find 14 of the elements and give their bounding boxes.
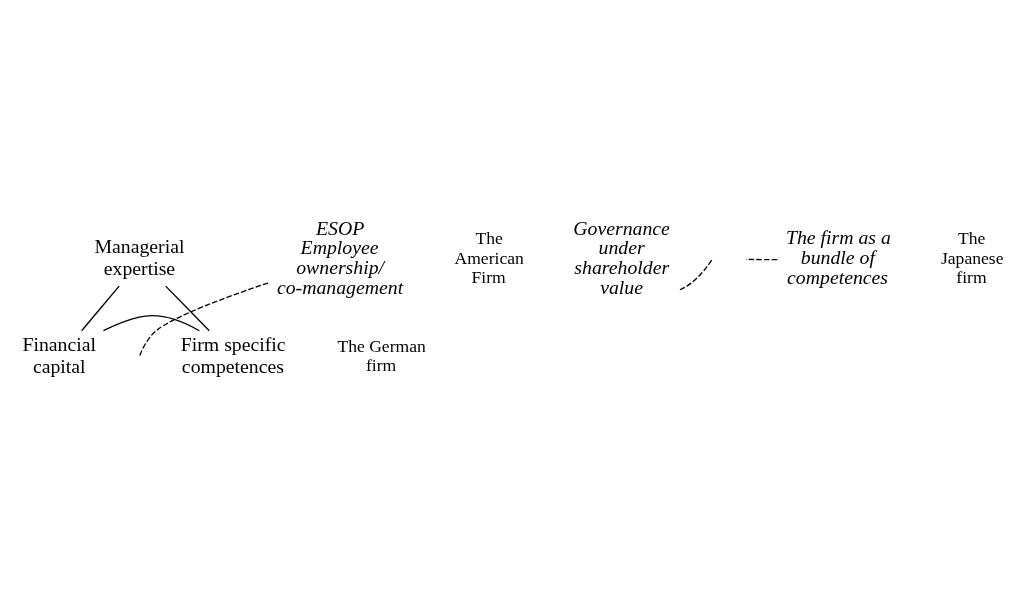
connector (679, 259, 713, 291)
connector (102, 315, 200, 332)
label: The German firm (337, 335, 426, 376)
node-text: Governance under shareholder value (573, 216, 670, 298)
node-text: Financial capital (22, 333, 97, 378)
connector (138, 282, 269, 357)
node-text: ESOP Employee ownership/ co-management (276, 216, 404, 298)
node-text: Managerial expertise (94, 235, 185, 280)
connector (165, 285, 210, 332)
node-text: The firm as a bundle of competences (785, 226, 891, 288)
label: The American Firm (454, 227, 524, 288)
label: The Japanese firm (940, 227, 1004, 288)
connector (81, 285, 120, 332)
node-text: Firm specific competences (180, 333, 286, 378)
